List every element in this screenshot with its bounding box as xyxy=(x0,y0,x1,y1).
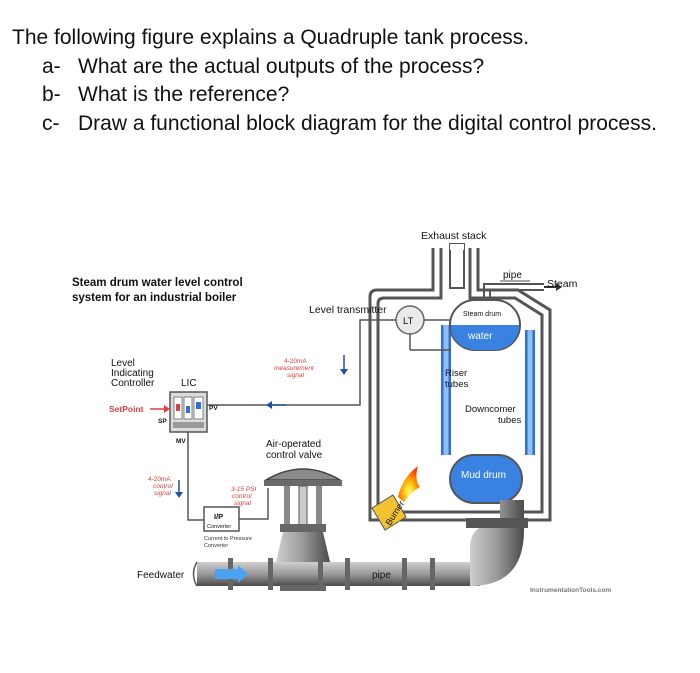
ctrl-line2: control xyxy=(153,483,173,490)
boiler-enclosure xyxy=(368,248,552,522)
item-text: What are the actual outputs of the proce… xyxy=(78,54,485,78)
riser-line2: tubes xyxy=(445,379,468,390)
flame-icon xyxy=(398,466,420,502)
setpoint-arrow xyxy=(164,405,170,413)
controller-line2: Indicating xyxy=(111,368,154,379)
mud-drum: Mud drum xyxy=(449,454,523,504)
psi-line3: signal xyxy=(234,500,252,507)
meas-line2: measurement xyxy=(274,365,315,372)
item-text: What is the reference? xyxy=(78,83,290,106)
figure-title-line1: Steam drum water level control xyxy=(72,277,243,289)
steam-drum-label: Steam drum xyxy=(463,311,501,318)
ip-line1: I/P xyxy=(214,512,223,521)
setpoint-label: SetPoint xyxy=(109,404,144,414)
item-text: Draw a functional block diagram for the … xyxy=(78,111,657,135)
water-label: water xyxy=(467,331,493,342)
steam-label: Steam xyxy=(547,278,578,290)
control-signal-wire xyxy=(187,432,204,521)
question-intro: The following figure explains a Quadrupl… xyxy=(12,26,530,49)
controller-line3: Controller xyxy=(111,378,155,389)
level-transmitter-label: Level transmitter xyxy=(309,304,387,316)
figure-title-line2: system for an industrial boiler xyxy=(72,292,237,304)
question-item-b: b- What is the reference? xyxy=(12,81,692,110)
sp-label: SP xyxy=(158,418,167,425)
downcomer-line1: Downcomer xyxy=(465,404,516,415)
cp-line2: Converter xyxy=(204,543,228,549)
pipe-bottom-label: pipe xyxy=(372,570,391,581)
psi-line2: control xyxy=(232,493,252,500)
item-label: a- xyxy=(42,54,61,78)
ctrl-line3: signal xyxy=(154,490,172,497)
feedwater-flow-arrow xyxy=(215,565,248,583)
pv-label: PV xyxy=(209,405,218,412)
valve-line1: Air-operated xyxy=(266,439,321,450)
cp-line1: Current to Pressure xyxy=(204,536,252,542)
controller-lic xyxy=(169,391,208,433)
pipe-top-label: pipe xyxy=(503,270,522,281)
downcomer-line2: tubes xyxy=(498,415,521,426)
question-item-a: a- What are the actual outputs of the pro… xyxy=(12,53,692,82)
riser-line1: Riser xyxy=(445,368,467,379)
pneumatic-signal-line xyxy=(239,488,269,520)
ip-line2: Converter xyxy=(207,524,231,530)
mud-drum-label: Mud drum xyxy=(461,470,506,481)
feedwater-pipe xyxy=(192,500,528,590)
controller-line1: Level xyxy=(111,358,135,369)
psi-line1: 3-15 PSI xyxy=(231,486,256,493)
measurement-arrow xyxy=(340,369,348,375)
valve-line2: control valve xyxy=(266,450,323,461)
meas-line1: 4-20mA xyxy=(284,358,307,365)
steam-pipe xyxy=(483,283,544,298)
mv-label: MV xyxy=(176,438,186,445)
lt-label: LT xyxy=(403,316,414,327)
steam-drum: Steam drum water xyxy=(449,299,521,351)
feedwater-label: Feedwater xyxy=(137,570,185,581)
control-valve xyxy=(263,468,343,591)
item-label: b- xyxy=(42,83,61,106)
ip-converter: I/P Converter xyxy=(203,506,240,532)
question-text: The following figure explains a Quadrupl… xyxy=(12,24,692,138)
question-item-c: c- Draw a functional block diagram for th… xyxy=(12,110,692,139)
lic-label: LIC xyxy=(181,378,197,389)
item-label: c- xyxy=(42,111,60,135)
exhaust-stack-label: Exhaust stack xyxy=(421,230,487,242)
meas-line3: signal xyxy=(287,372,305,379)
control-signal-arrow xyxy=(175,492,183,498)
ctrl-line1: 4-20mA xyxy=(148,476,171,483)
exhaust-stack xyxy=(449,243,465,289)
burner: Burner xyxy=(371,466,420,531)
credit-label: InstrumentationTools.com xyxy=(530,587,611,594)
